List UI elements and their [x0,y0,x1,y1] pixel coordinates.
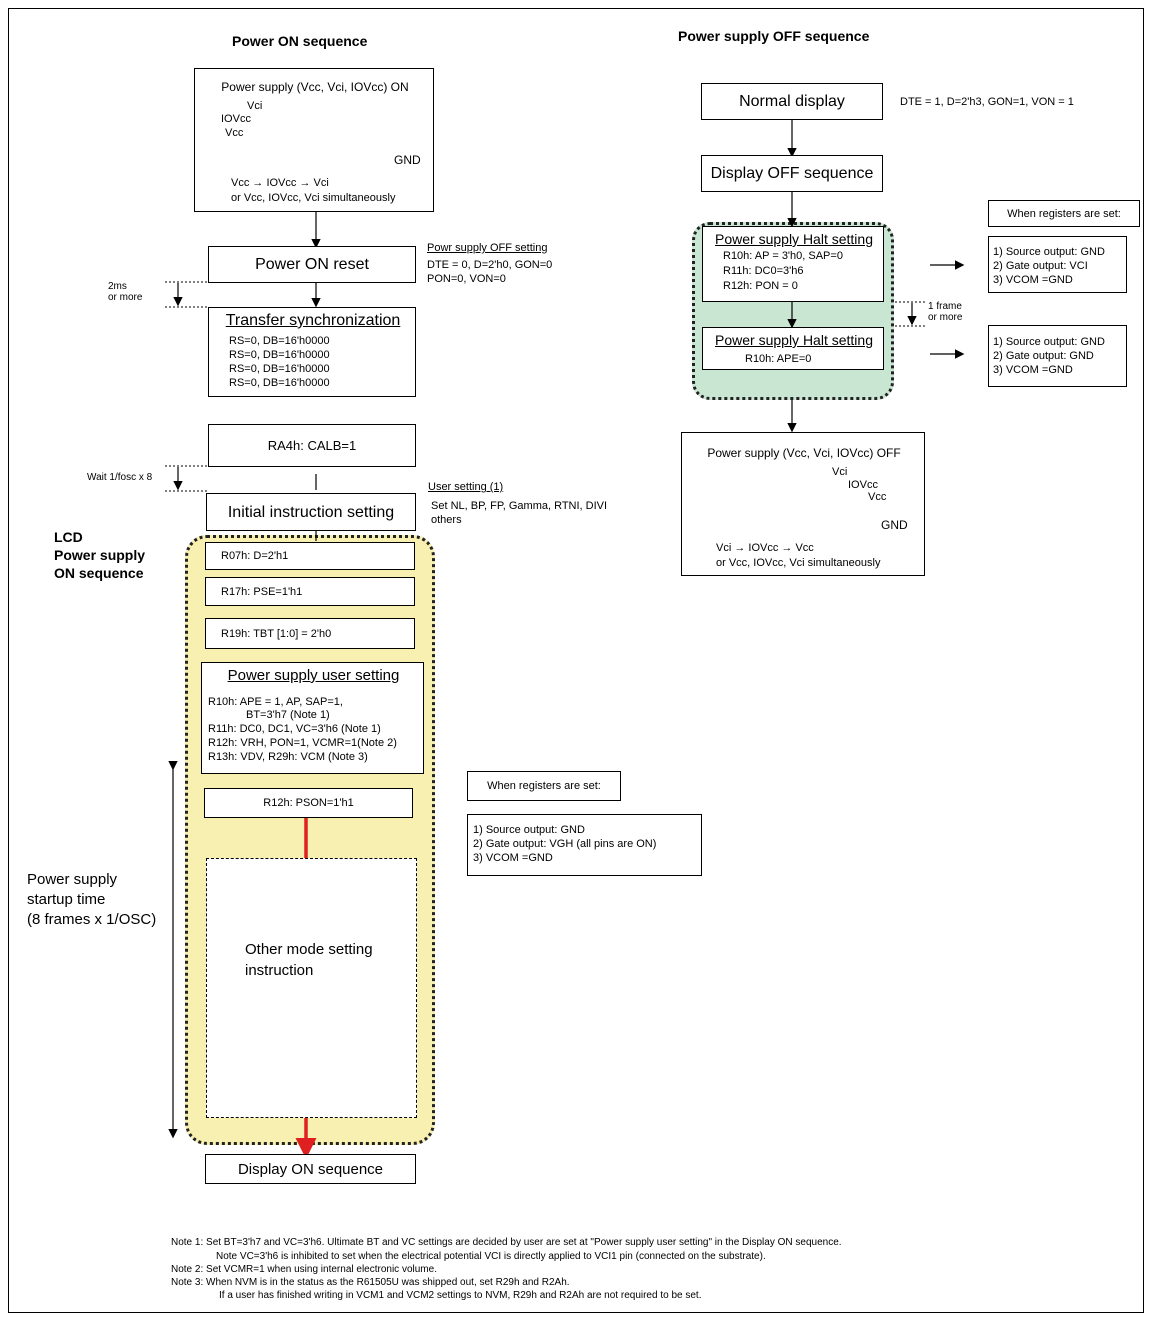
normal-display-params: DTE = 1, D=2'h3, GON=1, VON = 1 [900,96,1074,108]
wait-2ms-line2: or more [108,292,143,303]
other-mode-line2: instruction [245,962,314,979]
psu-off-box: Power supply (Vcc, Vci, IOVcc) OFF Vci I… [681,432,925,576]
r19h-box: R19h: TBT [1:0] = 2'h0 [205,618,415,649]
outputs-left-box: 1) Source output: GND 2) Gate output: VG… [467,814,702,876]
lcd-label-line1: LCD [54,529,83,545]
psu-user-line: R11h: DC0, DC1, VC=3'h6 (Note 1) [208,723,381,735]
startup-time-label: Power supply startup time (8 frames x 1/… [27,870,156,930]
other-mode-line1: Other mode setting [245,941,373,958]
output-line: 1) Source output: GND [993,246,1105,258]
output-line: 2) Gate output: GND [993,350,1094,362]
off-setting-title: Powr supply OFF setting [427,242,548,254]
transfer-sync-line: RS=0, DB=16'h0000 [229,377,330,389]
output-line: 1) Source output: GND [473,824,585,836]
psu-off-order: Vci → IOVcc → Vcc [716,542,814,554]
power-on-title: Power ON sequence [232,33,368,49]
wait-fosc-label: Wait 1/fosc x 8 [87,472,153,483]
note-3: Note 3: When NVM is in the status as the… [171,1277,570,1288]
user-setting-line1: Set NL, BP, FP, Gamma, RTNI, DIVI [431,500,608,512]
psu-user-title: Power supply user setting [227,667,400,684]
display-on-box: Display ON sequence [205,1154,416,1184]
user-setting-line2: others [431,514,462,526]
halt1-outputs-box: 1) Source output: GND 2) Gate output: VC… [988,236,1127,293]
output-line: 1) Source output: GND [993,336,1105,348]
halt1-line: R12h: PON = 0 [723,280,798,292]
note-1b: Note VC=3'h6 is inhibited to set when th… [216,1251,766,1262]
psu-off-alt: or Vcc, IOVcc, Vci simultaneously [716,557,881,569]
off-setting-line1: DTE = 0, D=2'h0, GON=0 [427,259,553,271]
halt1-line: R10h: AP = 3'h0, SAP=0 [723,250,843,262]
psu-user-line: R13h: VDV, R29h: VCM (Note 3) [208,751,368,763]
startup-time-line3: (8 frames x 1/OSC) [27,911,157,928]
halt2-title: Power supply Halt setting [715,332,873,348]
psu-on-box: Power supply (Vcc, Vci, IOVcc) ON Vci IO… [194,68,434,212]
output-line: 2) Gate output: VGH (all pins are ON) [473,838,657,850]
r07h-box: R07h: D=2'h1 [205,542,415,570]
power-off-title: Power supply OFF sequence [678,28,870,44]
output-line: 3) VCOM =GND [993,274,1073,286]
r12h-pson-box: R12h: PSON=1'h1 [204,788,413,818]
display-off-box: Display OFF sequence [701,155,883,192]
transfer-sync-line: RS=0, DB=16'h0000 [229,349,330,361]
user-setting-title: User setting (1) [428,481,504,493]
psu-user-line: R10h: APE = 1, AP, SAP=1, [208,696,343,708]
lcd-label-line2: Power supply [54,547,146,563]
initial-instruction-box: Initial instruction setting [206,493,416,531]
lcd-label-line3: ON sequence [54,565,144,581]
psu-on-label-vci: Vci [247,100,263,112]
transfer-sync-title: Transfer synchronization [225,312,401,329]
transfer-sync-line: RS=0, DB=16'h0000 [229,363,330,375]
note-1: Note 1: Set BT=3'h7 and VC=3'h6. Ultimat… [171,1237,842,1248]
output-line: 2) Gate output: VCI [993,260,1088,272]
psu-off-label-vci: Vci [832,466,848,478]
startup-time-line2: startup time [27,891,106,908]
halt2-line: R10h: APE=0 [745,353,812,365]
diagram-frame [8,8,1144,1313]
psu-user-line: BT=3'h7 (Note 1) [246,709,330,721]
psu-on-order: Vcc → IOVcc → Vci [231,177,329,189]
when-set-right-box: When registers are set: [988,200,1140,227]
halt-setting-2-box: Power supply Halt setting R10h: APE=0 [702,327,884,370]
note-3b: If a user has finished writing in VCM1 a… [219,1290,702,1301]
off-setting-line2: PON=0, VON=0 [427,273,506,285]
psu-on-alt: or Vcc, IOVcc, Vci simultaneously [231,192,396,204]
wait-2ms-line1: 2ms [108,281,127,292]
note-2: Note 2: Set VCMR=1 when using internal e… [171,1264,437,1275]
psu-user-line: R12h: VRH, PON=1, VCMR=1(Note 2) [208,737,397,749]
halt2-outputs-box: 1) Source output: GND 2) Gate output: GN… [988,325,1127,387]
psu-off-label-gnd: GND [881,518,908,532]
when-set-left-box: When registers are set: [467,771,621,801]
one-frame-line2: or more [928,312,963,323]
psu-on-label-gnd: GND [394,153,421,167]
psu-off-label-iovcc: IOVcc [848,479,878,491]
transfer-sync-box: Transfer synchronization RS=0, DB=16'h00… [208,307,416,397]
psu-user-setting-box: Power supply user setting R10h: APE = 1,… [201,662,424,774]
one-frame-line1: 1 frame [928,301,962,312]
halt1-title: Power supply Halt setting [715,231,873,247]
output-line: 3) VCOM =GND [993,364,1073,376]
halt-setting-1-box: Power supply Halt setting R10h: AP = 3'h… [702,226,884,302]
ra4h-box: RA4h: CALB=1 [208,424,416,467]
psu-on-label-iovcc: IOVcc [221,113,251,125]
other-mode-box: Other mode setting instruction [206,858,417,1118]
power-on-reset-box: Power ON reset [208,246,416,283]
lcd-label: LCD Power supply ON sequence [54,528,145,582]
psu-off-label-vcc: Vcc [868,491,887,503]
psu-off-title: Power supply (Vcc, Vci, IOVcc) OFF [707,446,901,460]
transfer-sync-line: RS=0, DB=16'h0000 [229,335,330,347]
output-line: 3) VCOM =GND [473,852,553,864]
normal-display-box: Normal display [701,83,883,120]
psu-on-label-vcc: Vcc [225,127,244,139]
psu-on-title: Power supply (Vcc, Vci, IOVcc) ON [221,80,409,94]
halt1-line: R11h: DC0=3'h6 [723,265,804,277]
r17h-box: R17h: PSE=1'h1 [205,577,415,606]
startup-time-line1: Power supply [27,871,118,888]
